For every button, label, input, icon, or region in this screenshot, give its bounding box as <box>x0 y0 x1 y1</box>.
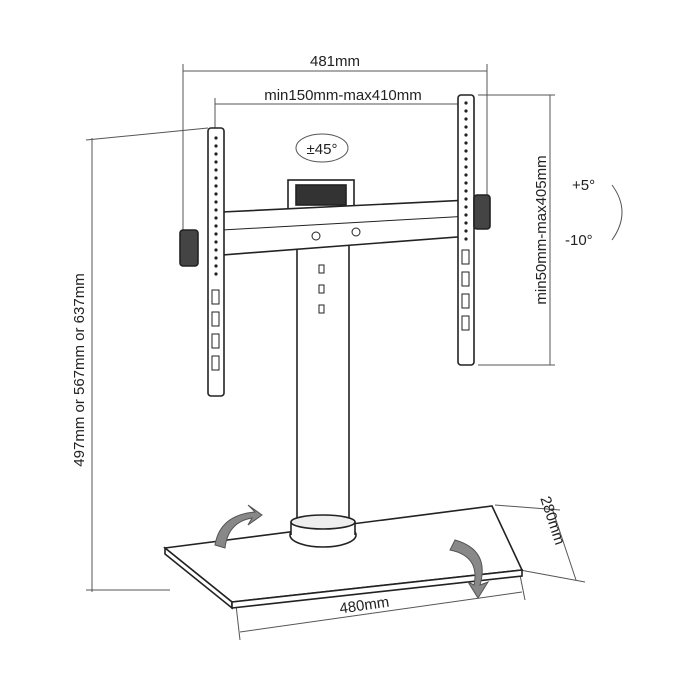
vesa-hole <box>214 272 218 276</box>
vesa-hole <box>214 184 218 188</box>
vesa-hole <box>214 208 218 212</box>
height-dimension: 497mm or 567mm or 637mm <box>71 127 209 592</box>
vesa-hole <box>464 109 468 113</box>
vesa-hole <box>214 160 218 164</box>
vesa-hole <box>464 237 468 241</box>
base-width-label: 480mm <box>338 594 390 618</box>
stand-base <box>163 505 524 610</box>
stand-column <box>289 244 357 548</box>
tilt-down-label: -10° <box>565 232 593 249</box>
vesa-hole <box>464 117 468 121</box>
vesa-hole <box>214 264 218 268</box>
vesa-hole <box>464 213 468 217</box>
vesa-hole <box>464 149 468 153</box>
vesa-hole <box>214 216 218 220</box>
vesa-hole <box>464 125 468 129</box>
swivel-arrow-icon <box>295 133 349 163</box>
vesa-hole <box>464 221 468 225</box>
tilt-indicator: +5° -10° <box>565 177 623 249</box>
base-width-dimension: 480mm <box>235 574 526 641</box>
vesa-hole <box>214 152 218 156</box>
vesa-hole <box>464 157 468 161</box>
vesa-hole <box>464 173 468 177</box>
vesa-hole <box>214 224 218 228</box>
vesa-hole <box>464 205 468 209</box>
overall-width-label: 481mm <box>310 53 360 70</box>
vesa-width-dimension: min150mm-max410mm <box>214 87 469 128</box>
height-options-label: 497mm or 567mm or 637mm <box>71 273 88 466</box>
vesa-hole <box>214 176 218 180</box>
rotate-right-arrow-icon <box>449 539 490 599</box>
base-depth-label: 280mm <box>536 494 568 547</box>
left-vesa-arm <box>179 127 225 397</box>
vesa-hole <box>214 144 218 148</box>
vesa-hole <box>214 256 218 260</box>
column-bracket <box>287 179 355 211</box>
overall-width-dimension: 481mm <box>182 53 488 230</box>
swivel-indicator: ±45° <box>295 133 349 163</box>
vesa-hole <box>214 192 218 196</box>
vesa-hole <box>214 248 218 252</box>
swivel-label: ±45° <box>307 141 338 158</box>
vesa-hole <box>464 165 468 169</box>
vesa-hole <box>214 232 218 236</box>
vesa-hole <box>464 229 468 233</box>
vesa-height-label: min50mm-max405mm <box>533 155 550 304</box>
tilt-arrow-icon <box>611 184 623 241</box>
right-vesa-arm <box>457 94 491 366</box>
tilt-up-label: +5° <box>572 177 595 194</box>
vesa-height-dimension: min50mm-max405mm <box>478 94 555 366</box>
vesa-hole <box>464 181 468 185</box>
rotation-arrows <box>214 504 490 599</box>
vesa-hole <box>464 197 468 201</box>
rotate-left-arrow-icon <box>214 504 263 549</box>
vesa-hole <box>214 168 218 172</box>
vesa-hole <box>214 240 218 244</box>
vesa-hole <box>464 101 468 105</box>
vesa-hole <box>214 200 218 204</box>
vesa-hole <box>464 141 468 145</box>
vesa-hole <box>464 133 468 137</box>
vesa-hole <box>214 136 218 140</box>
vesa-hole <box>464 189 468 193</box>
vesa-width-label: min150mm-max410mm <box>264 87 422 104</box>
